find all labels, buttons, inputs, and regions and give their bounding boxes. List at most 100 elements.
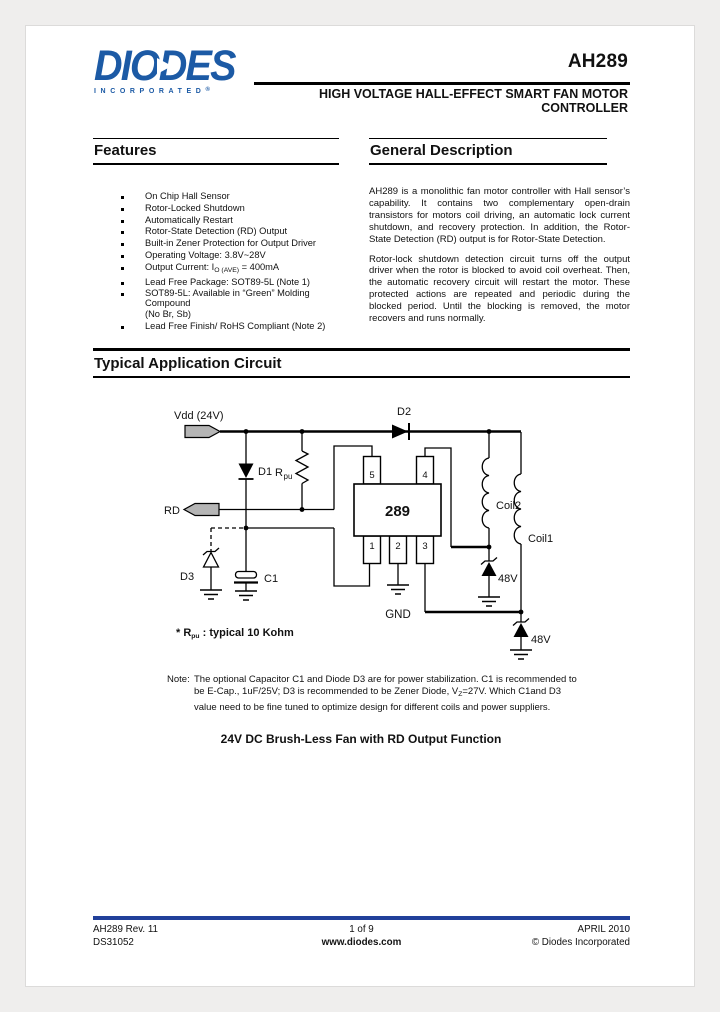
junction-dots (243, 429, 524, 615)
feature-item-output-current: Output Current: IO (AVE) = 400mA (121, 262, 341, 275)
footer-left: AH289 Rev. 11 DS31052 (93, 923, 158, 949)
c1-ground-icon (234, 590, 258, 601)
footer-right: APRIL 2010 © Diodes Incorporated (532, 923, 630, 949)
bullet-icon (121, 281, 124, 285)
feature-item: On Chip Hall Sensor (121, 191, 341, 201)
note-text: The optional Capacitor C1 and Diode D3 a… (194, 674, 577, 714)
figure-caption: 24V DC Brush-Less Fan with RD Output Fun… (220, 732, 502, 746)
gd-paragraph-1: AH289 is a monolithic fan motor controll… (369, 186, 630, 245)
datasheet-page: DIODES INCORPORATED® AH289 HIGH VOLTAGE … (25, 25, 695, 987)
feature-item: Rotor-State Detection (RD) Output (121, 227, 341, 236)
application-circuit-section: Typical Application Circuit (93, 348, 630, 378)
coil2 (481, 457, 490, 529)
pin5-wire (333, 445, 373, 510)
gd-rule-top (369, 138, 607, 139)
d2-diode (392, 424, 408, 439)
power-rails (220, 430, 521, 614)
d3-zener (202, 551, 220, 568)
ic-body (353, 483, 442, 537)
zener1-ground-icon (477, 596, 501, 607)
document-title-line1: HIGH VOLTAGE HALL-EFFECT SMART FAN MOTOR (318, 87, 628, 101)
diodes-logo-text: DIODES (94, 42, 236, 90)
bullet-icon (121, 196, 124, 199)
pin4-wire (424, 447, 452, 547)
bullet-icon (121, 219, 124, 223)
note-block: Note: The optional Capacitor C1 and Diod… (167, 674, 587, 714)
note-line1: The optional Capacitor C1 and Diode D3 a… (194, 674, 577, 685)
zener1-bar (480, 557, 498, 565)
logo-arrow-icon (157, 58, 172, 74)
general-description-heading: General Description (370, 142, 513, 159)
footer-rule (93, 916, 630, 920)
features-rule-bottom (93, 163, 339, 165)
coil1 (513, 473, 522, 545)
bullet-icon (121, 266, 124, 270)
diodes-logo-incorporated: INCORPORATED® (94, 87, 210, 95)
c1-capacitor (234, 570, 258, 584)
ic-289: 289 5 4 1 2 3 (353, 455, 442, 565)
feature-item: Automatically Restart (121, 215, 341, 225)
application-circuit-heading: Typical Application Circuit (94, 355, 282, 372)
vdd-connector (184, 424, 222, 439)
part-number: AH289 (567, 51, 628, 72)
footer-date: APRIL 2010 (577, 924, 630, 935)
bullet-icon (121, 254, 124, 258)
footer-doc-id: DS31052 (93, 937, 134, 948)
features-list: On Chip Hall Sensor Rotor-Locked Shutdow… (93, 191, 341, 331)
footer-page-number: 1 of 9 (349, 924, 374, 935)
bullet-icon (121, 243, 124, 247)
zener2-label: 48V (531, 634, 551, 646)
zener2-ground-icon (509, 649, 533, 660)
pin1-wire (333, 528, 371, 587)
feature-item-green-compound: SOT89-5L: Available in “Green” Molding C… (121, 289, 341, 319)
coil2-label: Coil2 (496, 500, 521, 512)
bullet-icon (121, 325, 124, 329)
zener2-bar (512, 618, 530, 626)
feature-item: Built-in Zener Protection for Output Dri… (121, 238, 341, 248)
circuit-wires (202, 432, 530, 650)
feature-item: Lead Free Package: SOT89-5L (Note 1) (121, 277, 341, 287)
document-title: HIGH VOLTAGE HALL-EFFECT SMART FAN MOTOR… (176, 87, 628, 115)
bullet-icon (121, 293, 124, 297)
d3-ground-icon (199, 589, 223, 600)
vdd-label: Vdd (24V) (174, 410, 224, 422)
note-line3: value need to be fine tuned to optimize … (194, 701, 551, 713)
gnd-label: GND (385, 609, 411, 621)
feature-item: Rotor-Locked Shutdown (121, 203, 341, 213)
document-title-line2: CONTROLLER (541, 101, 628, 115)
feature-item: Operating Voltage: 3.8V~28V (121, 250, 341, 260)
header-rule (254, 82, 630, 85)
pin3-number: 3 (422, 541, 427, 552)
rd-connector (182, 502, 220, 517)
section-bar (93, 348, 630, 351)
footer-copyright: © Diodes Incorporated (531, 937, 630, 948)
zener2-48v (513, 623, 529, 637)
features-heading: Features (94, 142, 157, 159)
footer-center: 1 of 9 www.diodes.com (93, 923, 630, 949)
coil1-label: Coil1 (528, 533, 553, 545)
general-description-section: General Description AH289 is a monolithi… (369, 138, 630, 333)
gd-paragraph-2: Rotor-lock shutdown detection circuit tu… (369, 253, 630, 325)
pin1-number: 1 (369, 541, 374, 552)
note-line2: be E-Cap., 1uF/25V; D3 is recommended to… (194, 686, 562, 699)
footer-website: www.diodes.com (321, 937, 402, 948)
features-section: Features On Chip Hall Sensor Rotor-Locke… (93, 138, 341, 334)
feature-item: Lead Free Finish/ RoHS Compliant (Note 2… (121, 321, 341, 331)
pin2-ground-icon (386, 584, 410, 595)
diodes-logo: DIODES INCORPORATED® (94, 42, 264, 96)
application-circuit-diagram: 289 5 4 1 2 3 Vdd (24V) D2 D1 R pu RD D3… (164, 406, 553, 660)
zener1-48v (481, 562, 497, 576)
application-rule-bottom (93, 376, 630, 378)
registered-mark: ® (205, 87, 210, 93)
pin2-number: 2 (395, 541, 400, 552)
footer-revision: AH289 Rev. 11 (93, 924, 158, 935)
rd-label: RD (164, 505, 180, 517)
diodes (202, 423, 529, 637)
zener1-label: 48V (498, 573, 518, 585)
bullet-icon (121, 231, 124, 235)
rpu-label: R (275, 467, 283, 479)
c1-label: C1 (264, 573, 278, 585)
circuit-labels: Vdd (24V) D2 D1 R pu RD D3 C1 GND Coil2 … (164, 406, 553, 646)
bullet-icon (121, 207, 124, 211)
